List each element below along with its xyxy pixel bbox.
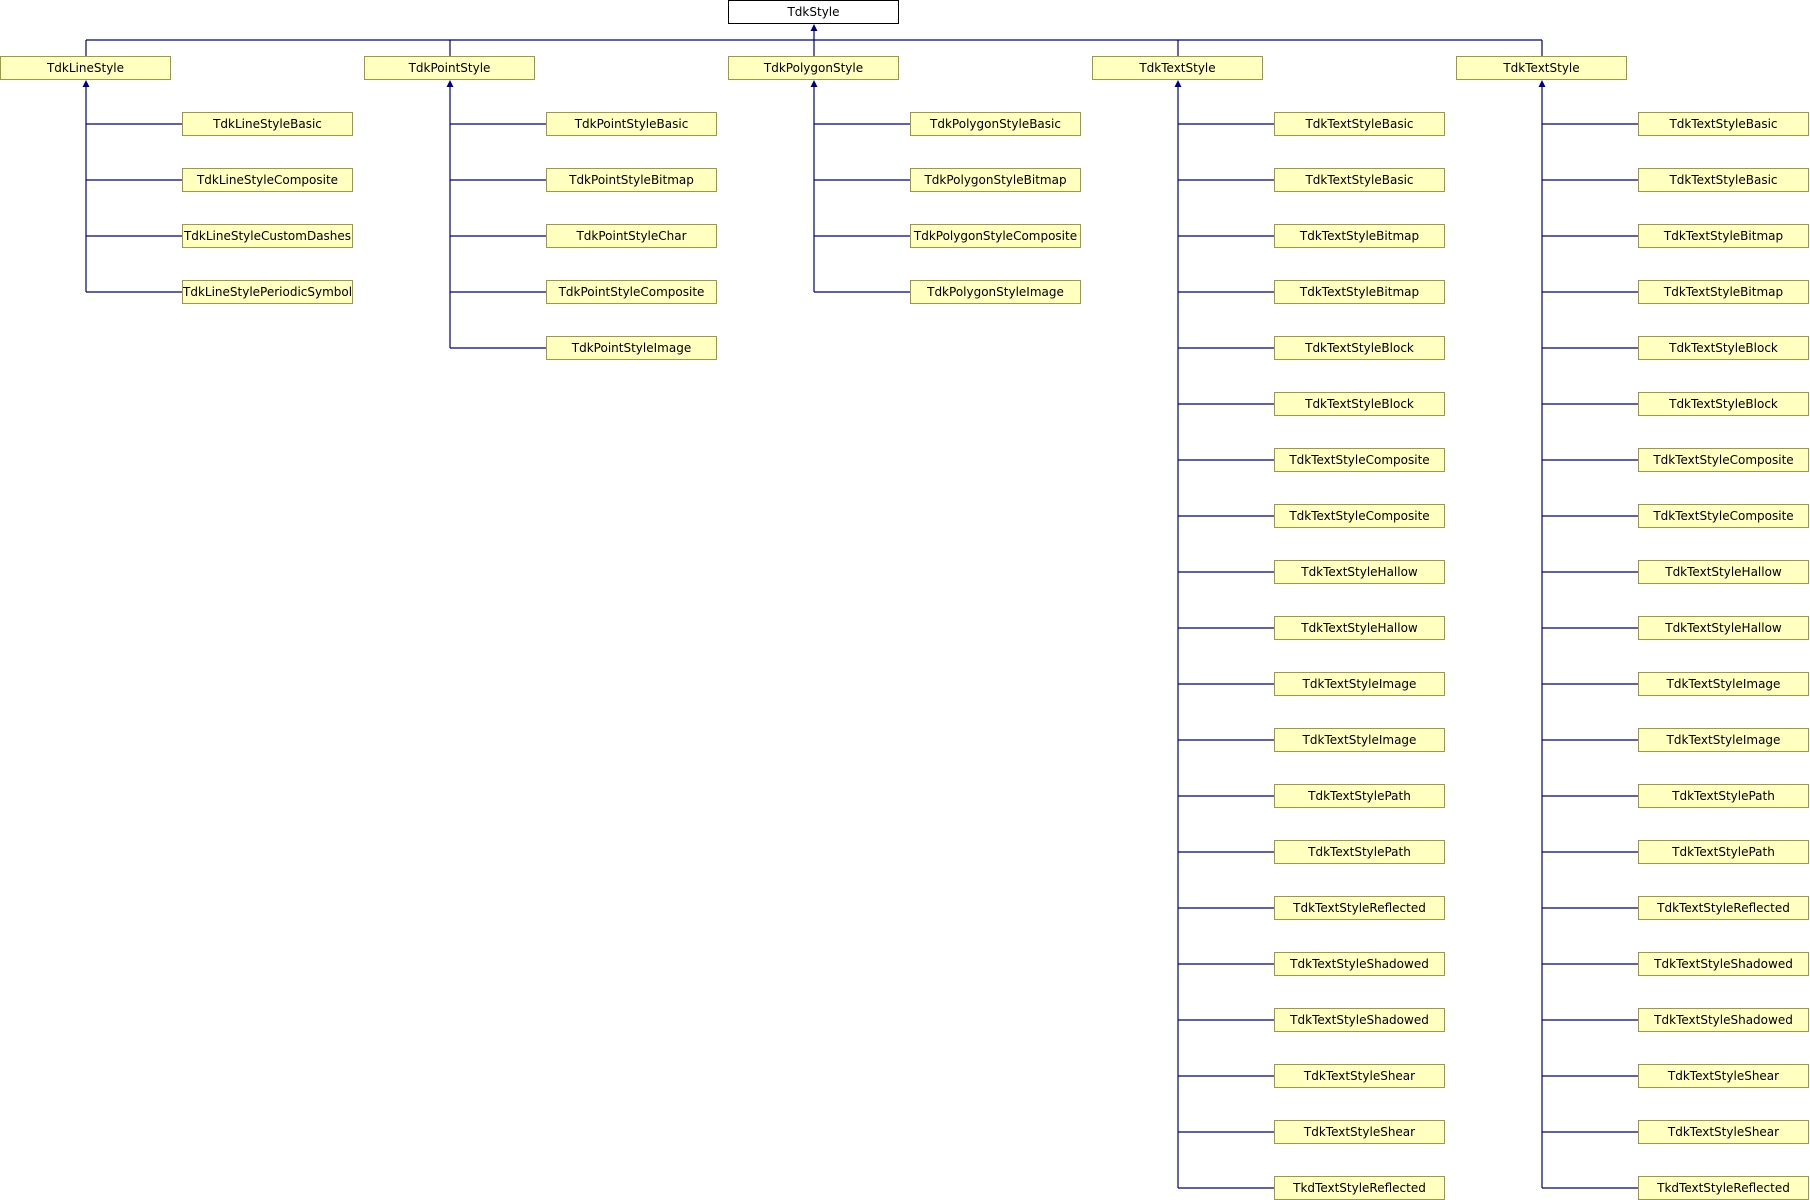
node-tdktextstylehallow[interactable]: TdkTextStyleHallow — [1638, 616, 1809, 640]
node-tdklinestylecomposite[interactable]: TdkLineStyleComposite — [182, 168, 353, 192]
node-tdktextstyleimage[interactable]: TdkTextStyleImage — [1638, 672, 1809, 696]
group-inheritance-arrow — [82, 80, 90, 87]
node-root-tdkstyle[interactable]: TdkStyle — [728, 0, 899, 24]
node-tdktextstyleblock[interactable]: TdkTextStyleBlock — [1274, 336, 1445, 360]
node-tdkpolygonstylebitmap[interactable]: TdkPolygonStyleBitmap — [910, 168, 1081, 192]
node-tdkpolygonstylecomposite[interactable]: TdkPolygonStyleComposite — [910, 224, 1081, 248]
node-tdktextstyleshear[interactable]: TdkTextStyleShear — [1638, 1120, 1809, 1144]
node-tdktextstylebasic[interactable]: TdkTextStyleBasic — [1274, 112, 1445, 136]
node-tdktextstylepath[interactable]: TdkTextStylePath — [1274, 784, 1445, 808]
node-tdkpointstyle[interactable]: TdkPointStyle — [364, 56, 535, 80]
node-tdktextstyleshadowed[interactable]: TdkTextStyleShadowed — [1274, 1008, 1445, 1032]
node-tdklinestylecustomdashes[interactable]: TdkLineStyleCustomDashes — [182, 224, 353, 248]
group-inheritance-arrow — [810, 80, 818, 87]
node-tdktextstylecomposite[interactable]: TdkTextStyleComposite — [1274, 448, 1445, 472]
node-tdktextstyleshear[interactable]: TdkTextStyleShear — [1274, 1064, 1445, 1088]
node-tdkpointstylebasic[interactable]: TdkPointStyleBasic — [546, 112, 717, 136]
node-tdktextstylepath[interactable]: TdkTextStylePath — [1638, 840, 1809, 864]
node-tdktextstylecomposite[interactable]: TdkTextStyleComposite — [1638, 504, 1809, 528]
node-tdkpointstylebitmap[interactable]: TdkPointStyleBitmap — [546, 168, 717, 192]
node-tdkpointstyleimage[interactable]: TdkPointStyleImage — [546, 336, 717, 360]
node-tdklinestyleperiodicsymbol[interactable]: TdkLineStylePeriodicSymbol — [182, 280, 353, 304]
group-inheritance-arrow — [1538, 80, 1546, 87]
node-tdktextstyleblock[interactable]: TdkTextStyleBlock — [1638, 336, 1809, 360]
node-tdklinestylebasic[interactable]: TdkLineStyleBasic — [182, 112, 353, 136]
node-tdktextstyle[interactable]: TdkTextStyle — [1092, 56, 1263, 80]
node-tdktextstyleimage[interactable]: TdkTextStyleImage — [1274, 728, 1445, 752]
node-tdktextstyle[interactable]: TdkTextStyle — [1456, 56, 1627, 80]
node-tdkpointstylechar[interactable]: TdkPointStyleChar — [546, 224, 717, 248]
node-tdktextstylehallow[interactable]: TdkTextStyleHallow — [1274, 616, 1445, 640]
group-inheritance-arrow — [1174, 80, 1182, 87]
node-tdkpointstylecomposite[interactable]: TdkPointStyleComposite — [546, 280, 717, 304]
node-tdktextstylecomposite[interactable]: TdkTextStyleComposite — [1274, 504, 1445, 528]
node-tdktextstyleimage[interactable]: TdkTextStyleImage — [1274, 672, 1445, 696]
node-tdktextstylereflected[interactable]: TdkTextStyleReflected — [1274, 896, 1445, 920]
node-tdktextstylecomposite[interactable]: TdkTextStyleComposite — [1638, 448, 1809, 472]
node-tdklinestyle[interactable]: TdkLineStyle — [0, 56, 171, 80]
node-tdktextstylepath[interactable]: TdkTextStylePath — [1274, 840, 1445, 864]
node-tkdtextstylereflected[interactable]: TkdTextStyleReflected — [1638, 1176, 1809, 1200]
node-tdktextstylebasic[interactable]: TdkTextStyleBasic — [1638, 112, 1809, 136]
node-tdktextstyleshadowed[interactable]: TdkTextStyleShadowed — [1638, 1008, 1809, 1032]
node-tdktextstylebitmap[interactable]: TdkTextStyleBitmap — [1638, 224, 1809, 248]
node-tdktextstylepath[interactable]: TdkTextStylePath — [1638, 784, 1809, 808]
node-tdktextstylehallow[interactable]: TdkTextStyleHallow — [1274, 560, 1445, 584]
node-tdkpolygonstyle[interactable]: TdkPolygonStyle — [728, 56, 899, 80]
node-tkdtextstylereflected[interactable]: TkdTextStyleReflected — [1274, 1176, 1445, 1200]
group-inheritance-arrow — [446, 80, 454, 87]
node-tdktextstyleimage[interactable]: TdkTextStyleImage — [1638, 728, 1809, 752]
node-tdktextstylebitmap[interactable]: TdkTextStyleBitmap — [1274, 224, 1445, 248]
node-tdktextstylereflected[interactable]: TdkTextStyleReflected — [1638, 896, 1809, 920]
node-tdktextstyleblock[interactable]: TdkTextStyleBlock — [1638, 392, 1809, 416]
node-tdktextstyleshadowed[interactable]: TdkTextStyleShadowed — [1638, 952, 1809, 976]
node-tdktextstylebasic[interactable]: TdkTextStyleBasic — [1274, 168, 1445, 192]
node-tdktextstylebitmap[interactable]: TdkTextStyleBitmap — [1638, 280, 1809, 304]
node-tdkpolygonstyleimage[interactable]: TdkPolygonStyleImage — [910, 280, 1081, 304]
node-tdktextstyleblock[interactable]: TdkTextStyleBlock — [1274, 392, 1445, 416]
node-tdktextstylehallow[interactable]: TdkTextStyleHallow — [1638, 560, 1809, 584]
node-tdktextstyleshear[interactable]: TdkTextStyleShear — [1274, 1120, 1445, 1144]
node-tdktextstylebasic[interactable]: TdkTextStyleBasic — [1638, 168, 1809, 192]
root-inheritance-arrow — [810, 24, 818, 31]
node-tdktextstyleshear[interactable]: TdkTextStyleShear — [1638, 1064, 1809, 1088]
node-tdkpolygonstylebasic[interactable]: TdkPolygonStyleBasic — [910, 112, 1081, 136]
node-tdktextstyleshadowed[interactable]: TdkTextStyleShadowed — [1274, 952, 1445, 976]
node-tdktextstylebitmap[interactable]: TdkTextStyleBitmap — [1274, 280, 1445, 304]
